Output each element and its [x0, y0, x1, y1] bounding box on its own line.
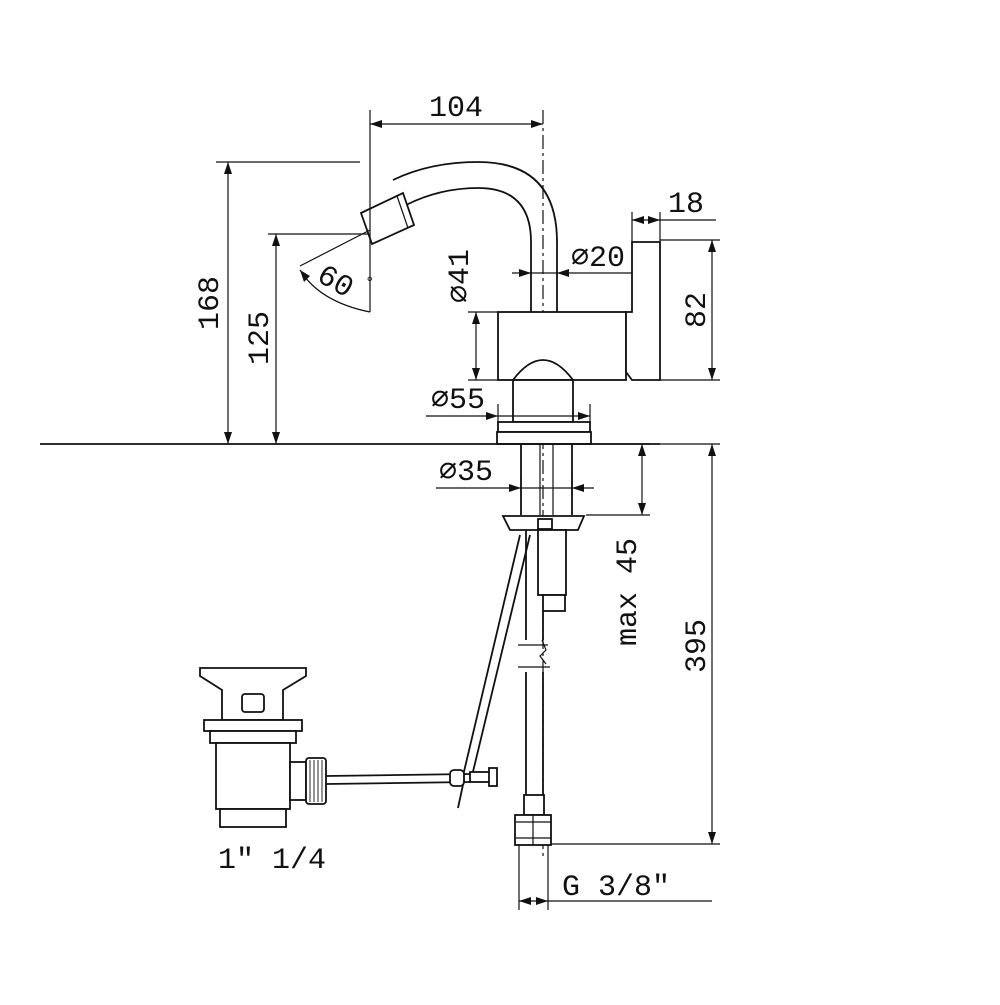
arrow — [632, 216, 644, 224]
lever-rod-top — [325, 773, 471, 777]
waste-tail — [219, 808, 287, 828]
under-counter-assembly — [40, 443, 660, 846]
label-drain-size: 1" 1/4 — [218, 844, 326, 878]
arrow — [578, 412, 590, 420]
arrow — [638, 444, 646, 456]
faucet-body — [359, 110, 661, 860]
arrow — [536, 897, 548, 905]
connector-neck — [523, 794, 545, 816]
pull-rod-a — [461, 534, 521, 781]
spout-inner-curve — [405, 187, 532, 312]
arrow — [272, 432, 280, 444]
label-104: 104 — [429, 92, 483, 126]
arrow — [509, 484, 521, 492]
arrow — [557, 269, 569, 277]
label-18: 18 — [668, 188, 704, 222]
spout-outer-curve — [392, 161, 558, 312]
arrow — [572, 484, 584, 492]
label-degree: ° — [365, 274, 375, 292]
arrow — [519, 897, 531, 905]
lever-tip — [469, 771, 491, 783]
arrow — [708, 240, 716, 252]
arrow — [224, 432, 232, 444]
label-d20: ⌀20 — [571, 242, 625, 276]
nut-center — [537, 518, 553, 530]
lever-clamp — [449, 769, 465, 787]
lever-stop — [488, 767, 498, 787]
arrow — [638, 503, 646, 515]
arrow — [370, 120, 382, 128]
arrow — [531, 120, 543, 128]
pop-up-waste — [199, 667, 498, 828]
pull-rod-housing — [537, 529, 567, 596]
label-125: 125 — [244, 311, 278, 365]
base-neck — [512, 379, 574, 423]
label-max45: max 45 — [612, 538, 646, 646]
spout-nozzle — [359, 191, 416, 246]
waste-slot — [241, 693, 265, 713]
label-82: 82 — [681, 292, 715, 328]
waste-nut — [209, 730, 297, 744]
arrow — [708, 444, 716, 456]
arrow — [472, 368, 480, 380]
arrow — [224, 162, 232, 174]
waste-body — [215, 742, 291, 810]
arrow — [708, 832, 716, 844]
rod-fitting — [542, 594, 566, 612]
hose-break-lines — [518, 644, 550, 668]
label-d41: ⌀41 — [444, 249, 478, 303]
arrow — [300, 270, 310, 282]
label-d55: ⌀55 — [431, 384, 485, 418]
arrow — [708, 368, 716, 380]
arrow — [486, 412, 498, 420]
arrow — [472, 312, 480, 324]
mixer-handle — [625, 241, 661, 381]
label-d35: ⌀35 — [439, 456, 493, 490]
pull-rod-b — [470, 534, 531, 781]
base-plate — [496, 431, 592, 445]
angle-ray — [299, 229, 371, 267]
base-flange — [497, 421, 591, 433]
waste-knurled-nut — [305, 757, 327, 805]
hose-break-zigzag — [539, 639, 547, 665]
arrow — [519, 269, 531, 277]
label-60: 60 — [310, 259, 358, 306]
dimension-lines — [216, 110, 720, 910]
nozzle-ring — [396, 195, 409, 229]
waste-ring — [203, 719, 303, 732]
label-168: 168 — [194, 276, 228, 330]
lever-rod-bottom — [325, 781, 471, 785]
arrow — [648, 216, 660, 224]
waste-side-port — [289, 761, 307, 801]
arrow — [272, 234, 280, 246]
base-dome — [511, 359, 575, 381]
label-g38: G 3/8" — [562, 871, 670, 905]
label-395: 395 — [681, 619, 715, 673]
